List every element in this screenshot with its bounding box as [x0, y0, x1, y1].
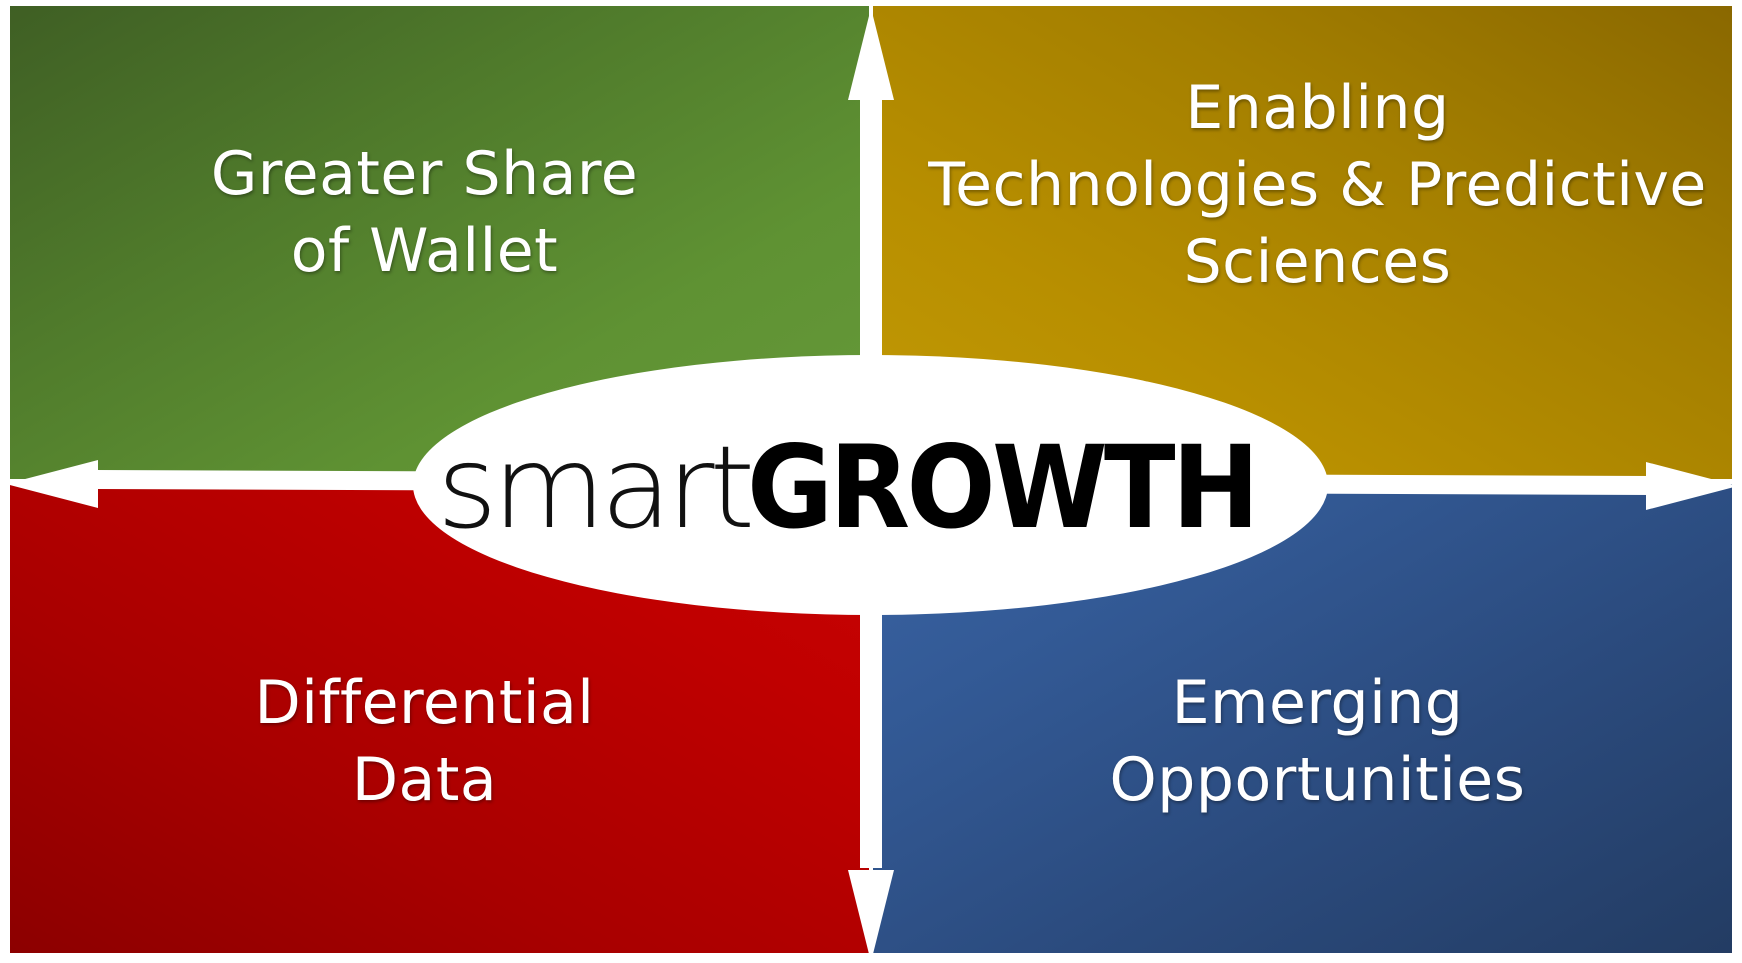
right-arrowhead-icon [1646, 462, 1738, 510]
quadrant-enabling-technologies: Enabling Technologies & Predictive Scien… [873, 6, 1732, 479]
quadrant-label: Greater Share of Wallet [210, 138, 639, 286]
left-arrowhead-icon [6, 460, 98, 508]
logo-growth-text: GROWTH [747, 421, 1260, 554]
quadrant-label: Enabling Technologies & Predictive Scien… [928, 72, 1707, 297]
quadrant-label: Emerging Opportunities [1109, 667, 1526, 815]
logo-smart-text: smart [437, 421, 755, 554]
quadrant-label: Differential Data [254, 667, 595, 815]
center-logo-oval: smart GROWTH [413, 355, 1328, 615]
quadrant-differential-data: Differential Data [10, 484, 869, 953]
down-arrowhead-icon [848, 870, 894, 962]
smart-growth-logo: smart GROWTH [437, 421, 1300, 554]
quadrant-greater-share-of-wallet: Greater Share of Wallet [10, 6, 869, 479]
up-arrowhead-icon [848, 8, 894, 100]
